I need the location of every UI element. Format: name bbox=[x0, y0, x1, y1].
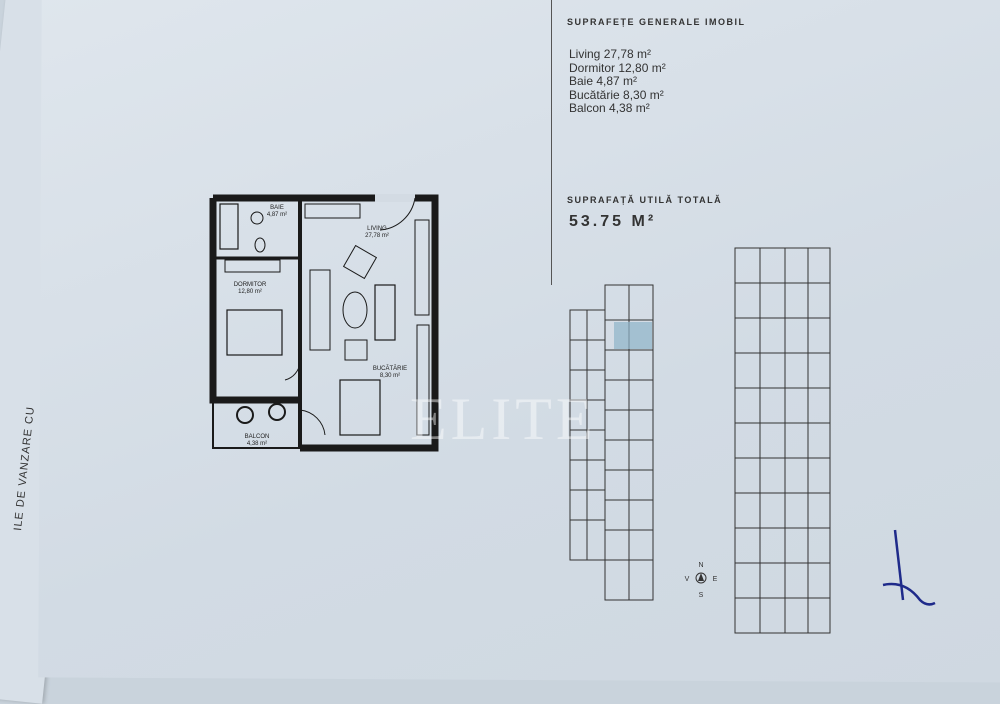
compass-e: E bbox=[713, 576, 718, 583]
document-page bbox=[38, 0, 1000, 683]
building-plan-left bbox=[569, 284, 654, 601]
compass-n: N bbox=[698, 562, 703, 569]
room-areas-list: Living 27,78 m² Dormitor 12,80 m² Baie 4… bbox=[569, 47, 666, 116]
total-value: 53.75 M² bbox=[569, 213, 657, 230]
floor-plan: BAIE 4,87 m² LIVING 27,78 m² DORMITOR 12… bbox=[209, 194, 439, 452]
room-area: Balcon 4,38 m² bbox=[569, 101, 650, 115]
living-label: LIVING bbox=[367, 226, 387, 232]
room-area: Dormitor 12,80 m² bbox=[569, 60, 666, 75]
room-area: Baie 4,87 m² bbox=[569, 74, 638, 88]
watermark: ELITE bbox=[410, 386, 597, 452]
compass: N S E V bbox=[685, 562, 718, 599]
handwritten-mark bbox=[882, 529, 936, 606]
dormitor-area: 12,80 m² bbox=[238, 289, 262, 295]
dormitor-label: DORMITOR bbox=[234, 282, 267, 288]
highlighted-unit bbox=[614, 322, 652, 349]
living-area: 27,78 m² bbox=[365, 233, 389, 239]
total-title: SUPRAFAȚĂ UTILĂ TOTALĂ bbox=[567, 195, 723, 205]
building-plan-right bbox=[734, 247, 831, 634]
room-area: Living 27,78 m² bbox=[569, 47, 652, 61]
bucatarie-area: 8,30 m² bbox=[380, 373, 400, 379]
summary-title: SUPRAFEȚE GENERALE IMOBIL bbox=[567, 17, 746, 27]
baie-label: BAIE bbox=[270, 205, 284, 211]
balcon-area: 4,38 m² bbox=[247, 441, 267, 447]
room-area: Bucătărie 8,30 m² bbox=[569, 87, 664, 102]
bucatarie-label: BUCĂTĂRIE bbox=[373, 365, 407, 372]
divider bbox=[551, 0, 552, 285]
baie-area: 4,87 m² bbox=[267, 212, 287, 218]
compass-s: S bbox=[699, 592, 704, 599]
compass-w: V bbox=[685, 576, 690, 583]
balcon-label: BALCON bbox=[245, 434, 270, 440]
